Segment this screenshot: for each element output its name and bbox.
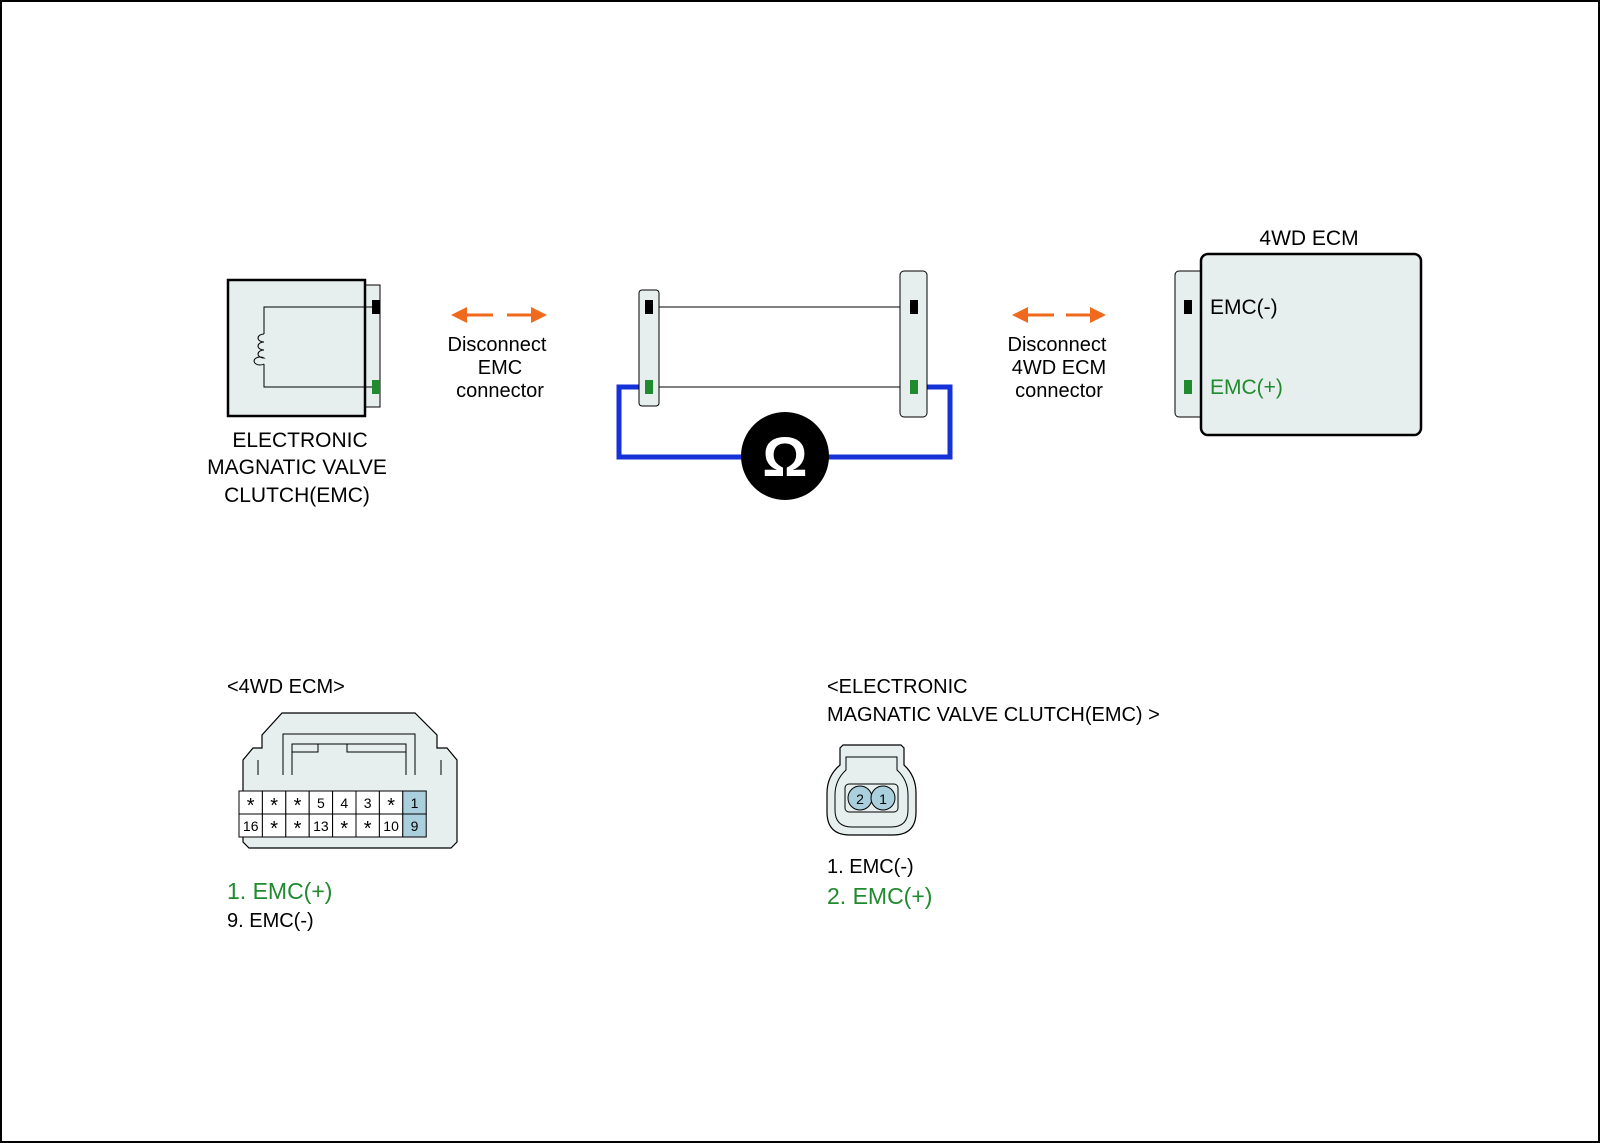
emc-connector-inner [834, 756, 909, 828]
ecm-pin-label: * [364, 818, 372, 840]
ecm-body [1199, 252, 1423, 437]
ecm-connector-latch [282, 733, 416, 775]
ecm-pin-negative [1184, 300, 1192, 314]
ecm-pin-label: * [340, 818, 348, 840]
ecm-pin-label: 4 [340, 795, 348, 811]
emc-connector-pin-1-label: 1 [879, 791, 887, 807]
ecm-pin-label-positive: EMC(+) [1210, 376, 1283, 399]
emc-coil-wire [263, 306, 372, 334]
ecm-pin-label: 13 [313, 818, 329, 834]
ecm-pin-label: * [270, 818, 278, 840]
emc-connector-face: <ELECTRONIC MAGNATIC VALVE CLUTCH(EMC) >… [826, 676, 1160, 909]
harness-left-pin-positive [645, 380, 653, 394]
ecm-pin-label: 10 [383, 818, 399, 834]
ecm-pin-cell [402, 813, 427, 838]
ecm-title: 4WD ECM [1259, 227, 1358, 250]
ecm-pin-label: * [294, 795, 302, 817]
disconnect-ecm-line-2: 4WD ECM [1012, 357, 1106, 379]
emc-pin-positive [372, 380, 380, 394]
disconnect-ecm-note: Disconnect 4WD ECM connector [1008, 307, 1107, 402]
harness-left-pin-negative [645, 300, 653, 314]
harness-right-pin-negative [910, 300, 918, 314]
probe-wire-right [825, 384, 953, 460]
ecm-pin-label: 1 [411, 795, 419, 811]
ecm-pin-label: * [387, 795, 395, 817]
emc-component: ELECTRONIC MAGNATIC VALVE CLUTCH(EMC) [207, 278, 387, 507]
ecm-pin-label: * [247, 795, 255, 817]
emc-connector-pin-2-label: 2 [856, 791, 864, 807]
emc-connector-pin-1 [870, 785, 896, 811]
ecm-pin-label: * [294, 818, 302, 840]
ecm-pin-label: 5 [317, 795, 325, 811]
ohm-symbol: Ω [763, 425, 808, 488]
ecm-connector-lock [257, 743, 442, 775]
ecm-pin-label: 16 [243, 818, 259, 834]
ecm-connector-title: <4WD ECM> [227, 676, 345, 698]
ohmmeter-icon [741, 412, 829, 500]
harness-right-pin-positive [910, 380, 918, 394]
disconnect-emc-line-1: Disconnect [448, 334, 547, 356]
disconnect-emc-note: Disconnect EMC connector [448, 307, 547, 402]
ecm-pin-label-negative: EMC(-) [1210, 296, 1278, 319]
harness-connector-right [899, 270, 928, 418]
arrow-right-icon-2 [1090, 307, 1106, 323]
disconnect-emc-line-3: connector [456, 380, 544, 402]
arrow-left-icon-2 [1012, 307, 1028, 323]
ecm-pin-label: 3 [364, 795, 372, 811]
ecm-component: 4WD ECM EMC(-) EMC(+) [1174, 227, 1423, 437]
ecm-legend-2: 9. EMC(-) [227, 910, 314, 932]
probe-wire [616, 384, 744, 460]
emc-pin-negative [372, 300, 380, 314]
ecm-pin-label: * [270, 795, 278, 817]
disconnect-emc-line-2: EMC [478, 357, 522, 379]
disconnect-ecm-line-1: Disconnect [1008, 334, 1107, 356]
emc-coil-wire-bottom [263, 364, 372, 388]
emc-name-line-3: CLUTCH(EMC) [224, 484, 370, 507]
harness-test: Ω [616, 270, 953, 500]
emc-legend-1: 1. EMC(-) [827, 856, 914, 878]
ecm-pin-positive [1184, 380, 1192, 394]
ecm-pin-label: 9 [411, 818, 419, 834]
emc-connector-title-line-1: <ELECTRONIC [827, 676, 968, 698]
emc-connector-title-line-2: MAGNATIC VALVE CLUTCH(EMC) > [827, 704, 1160, 726]
emc-name-line-1: ELECTRONIC [232, 429, 367, 452]
harness-connector-left [638, 289, 660, 407]
disconnect-ecm-line-3: connector [1015, 380, 1103, 402]
arrow-left-icon [451, 307, 467, 323]
emc-legend-2: 2. EMC(+) [827, 883, 932, 909]
emc-body [226, 278, 367, 418]
emc-name-line-2: MAGNATIC VALVE [207, 456, 387, 479]
arrow-right-icon [531, 307, 547, 323]
ecm-legend-1: 1. EMC(+) [227, 878, 332, 904]
coil-icon [253, 333, 266, 366]
